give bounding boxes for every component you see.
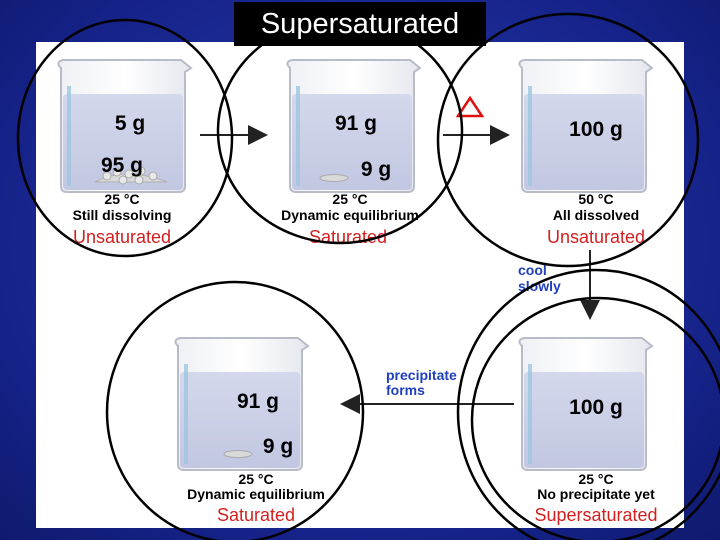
beaker-4 [174,337,310,471]
cool-label-line2: slowly [518,278,561,294]
annotation-circle-1 [16,18,234,258]
beaker-4-solid-mass: 9 g [263,435,293,458]
beaker-1-temperature: 25 °C [104,191,139,207]
annotation-circle-3 [436,12,700,268]
beaker-1 [57,59,193,193]
beaker-5-description: No precipitate yet [537,486,655,502]
precipitate-label-line2: forms [386,382,425,398]
beaker-2-dissolved-mass: 91 g [335,112,377,135]
beaker-5-state: Supersaturated [534,505,657,525]
annotation-circle-4 [105,280,365,540]
slide-title: Supersaturated [234,2,486,46]
beaker-3-description: All dissolved [553,207,639,223]
beaker-2 [286,59,422,193]
solution [524,372,644,468]
beaker-3-temperature: 50 °C [578,191,613,207]
beaker-4-state: Saturated [217,505,295,525]
annotation-circle-6 [470,296,720,540]
undissolved-solid [319,174,349,182]
triangle-delta-icon [455,95,485,118]
beaker-4-dissolved-mass: 91 g [237,390,279,413]
annotation-circle-5 [456,268,720,540]
beaker-2-temperature: 25 °C [332,191,367,207]
beaker-5-temperature: 25 °C [578,471,613,487]
beaker-5 [518,337,654,471]
beaker-1-description: Still dissolving [73,207,172,223]
beaker-5-dissolved-mass: 100 g [569,396,623,419]
solution [63,94,183,190]
solution [180,372,300,468]
beaker-2-description: Dynamic equilibrium [281,207,419,223]
beaker-4-description: Dynamic equilibrium [187,486,325,502]
precipitate-label-line1: precipitate [386,367,457,383]
beaker-4-temperature: 25 °C [238,471,273,487]
beaker-1-state: Unsaturated [73,227,171,247]
solution [524,94,644,190]
beaker-3 [518,59,654,193]
beaker-3-dissolved-mass: 100 g [569,118,623,141]
cool-label-line1: cool [518,262,547,278]
undissolved-solid [223,450,253,458]
beaker-1-solid-mass: 95 g [101,154,143,177]
beaker-3-state: Unsaturated [547,227,645,247]
beaker-2-solid-mass: 9 g [361,158,391,181]
solution [292,94,412,190]
beaker-1-dissolved-mass: 5 g [115,112,145,135]
